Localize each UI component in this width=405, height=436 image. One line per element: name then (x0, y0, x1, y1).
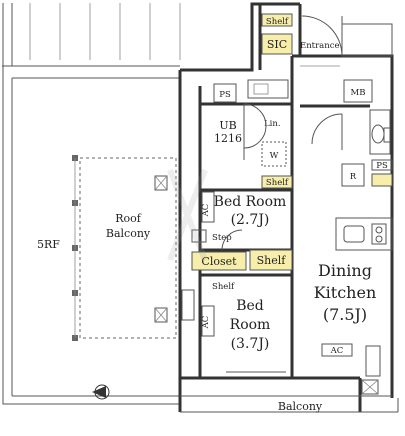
entrance-area: Shelf SIC Entrance (261, 13, 393, 67)
shelf-mid-label: Shelf (257, 254, 287, 267)
north-arrow-icon (92, 384, 110, 400)
closet-box (191, 251, 247, 271)
roof-drain-bottom (154, 307, 168, 323)
ps-top-label: PS (219, 90, 231, 100)
washer-label: W (270, 151, 279, 161)
bed1-door-swing (221, 229, 243, 251)
roof-balcony-label-2: Balcony (106, 227, 151, 240)
bed-room-small: Shelf Bed Room (2.7J) AC Step (191, 175, 293, 251)
stove-icon (371, 223, 387, 245)
fridge-area: R PS (341, 159, 393, 187)
bed2-label-3: (3.7J) (231, 336, 270, 352)
bath-door-swing (243, 103, 267, 149)
dk-label-1: Dining (318, 261, 372, 280)
ac-bed1-label: AC (201, 204, 211, 218)
bed-room-large: Bed Room (3.7J) AC (181, 289, 286, 373)
bath-area: PS UB 1216 Lin. W (213, 79, 289, 167)
watermark (167, 168, 208, 262)
ub-label-1: UB (219, 119, 236, 132)
shelf-mid-box (249, 249, 293, 271)
shelf-entry-box (261, 13, 293, 27)
step-label: Step (212, 233, 232, 243)
ps-kitchen-box (371, 159, 393, 171)
roof-drain-top (154, 175, 168, 191)
sic-box (261, 33, 293, 55)
closet-area: Closet Shelf Shelf (191, 249, 293, 292)
toilet-icon (371, 124, 385, 144)
shelf-bed2-label: Shelf (212, 282, 235, 292)
toilet-area (311, 109, 391, 155)
shelf-bed1-label: Shelf (266, 178, 289, 188)
shelf-entry-label: Shelf (266, 17, 289, 27)
bed1-label-1: Bed Room (214, 194, 287, 210)
floor-label: 5RF (37, 238, 60, 251)
ps-top-box (213, 83, 237, 103)
dk-label-2: Kitchen (314, 283, 377, 302)
kitchen-counter (335, 217, 393, 251)
entrance-door-swing (301, 15, 343, 57)
balcony-label: Balcony (278, 400, 323, 413)
roof-balcony: Roof Balcony (72, 155, 177, 341)
mb-label: MB (351, 88, 366, 98)
mb-box: MB (343, 79, 373, 103)
shelf-bed1-box (261, 175, 293, 189)
washer-box (261, 141, 287, 167)
fridge-box (341, 163, 365, 187)
bed2-label-1: Bed (236, 298, 264, 314)
roof-balcony-label-1: Roof (115, 212, 142, 225)
toilet-door-swing (311, 113, 343, 145)
ub-label-2: 1216 (214, 132, 242, 145)
dk-label-3: (7.5J) (323, 305, 367, 324)
ac-dk-label: AC (330, 346, 344, 356)
sink-icon (343, 225, 365, 243)
bed2-label-2: Room (230, 317, 271, 333)
ac-bed2-label: AC (201, 316, 211, 330)
fridge-label: R (350, 172, 357, 182)
closet-label: Closet (201, 255, 237, 268)
dining-kitchen: Dining Kitchen (7.5J) AC (314, 261, 381, 395)
roof-area-outline (2, 3, 181, 405)
ps-kitchen-label: PS (376, 161, 388, 171)
lin-label: Lin. (264, 119, 281, 129)
sic-label: SIC (267, 38, 287, 51)
entrance-label: Entrance (300, 41, 340, 51)
bed1-label-2: (2.7J) (231, 212, 270, 228)
